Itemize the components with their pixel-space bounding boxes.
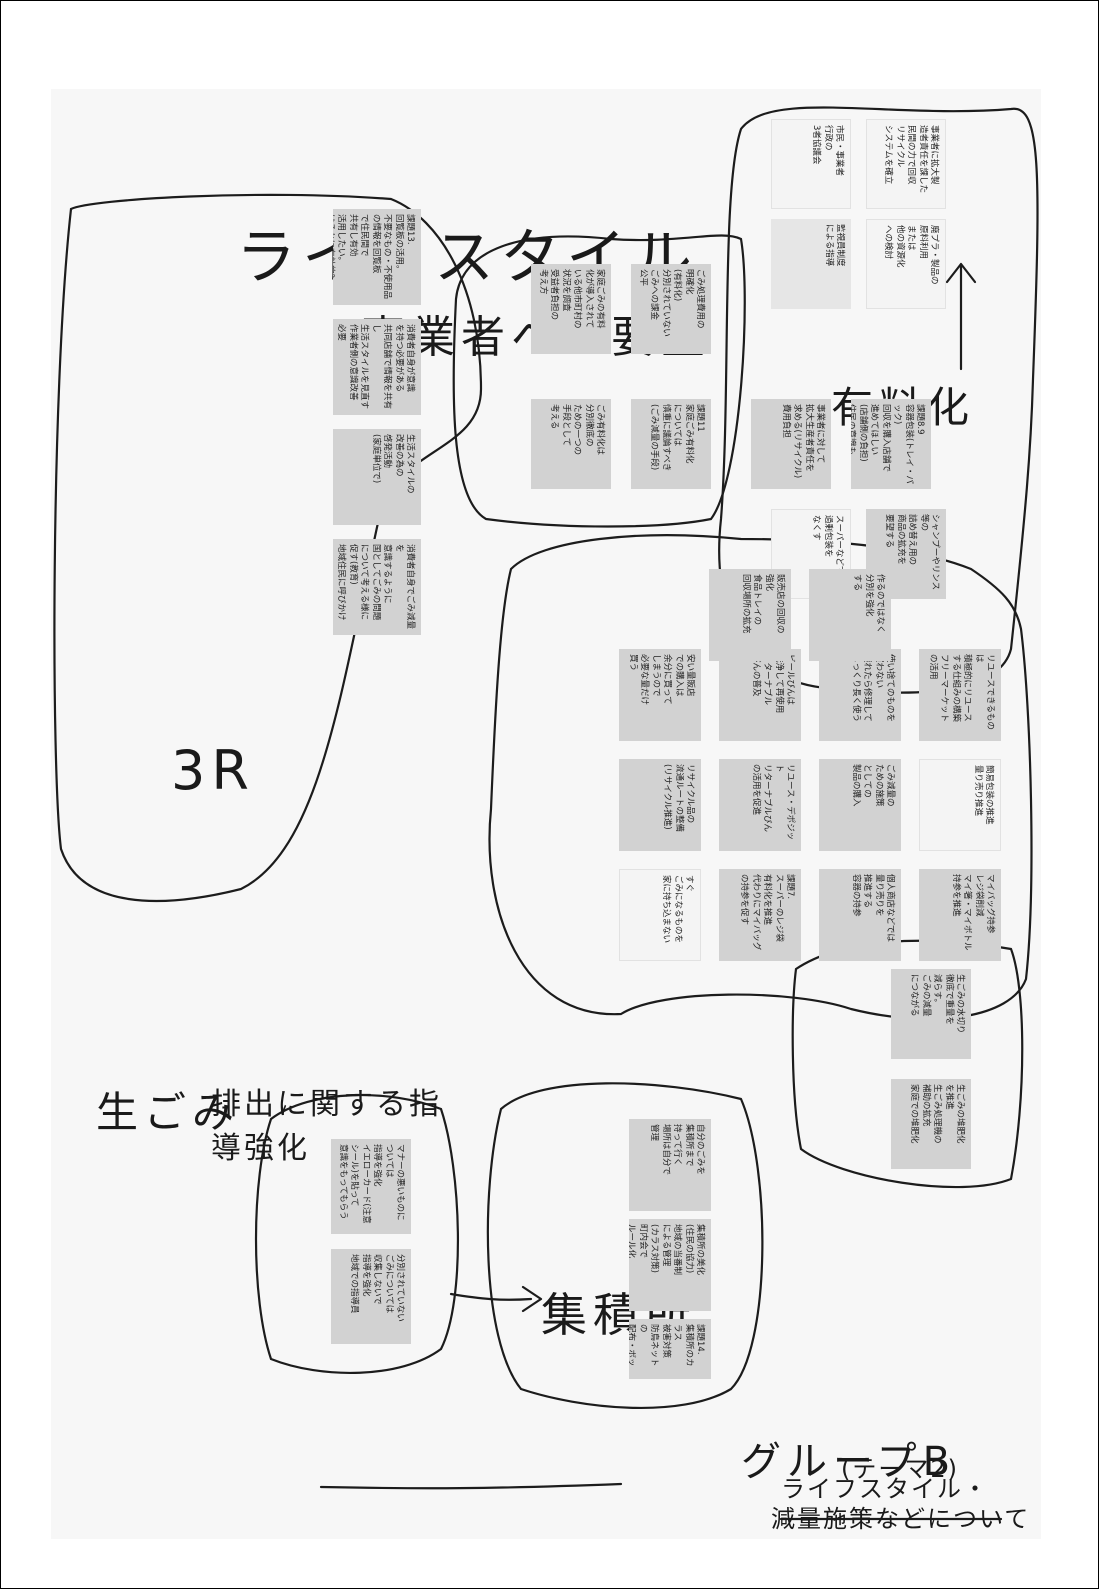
note-guidance-1: マナーの悪いものに ついては 指導を強化 イエローカード(注意 シール)を貼って… bbox=[331, 1139, 411, 1234]
note-3r-3: ビールびんは 洗浄して再使用 リターナブル びんの普及 bbox=[719, 649, 801, 741]
outline-collection bbox=[486, 1082, 764, 1410]
arrow-business bbox=[945, 262, 977, 371]
note-lifestyle-2: 消費者自身が意識 を持つ必要がある 共同店舗で情報を共有し 生活スタイルを見直す… bbox=[333, 319, 421, 415]
arrow-guidance bbox=[449, 1285, 543, 1313]
note-fee-1: ごみ処理費用の 明確化 (有料化) 分別されていない ごみへの課金 公平 bbox=[631, 264, 711, 354]
note-3r-9: 個人商店などでは 量り売りを 推進する 容器の持参 bbox=[819, 869, 901, 961]
note-fee-3: 課題11 家庭ごみ有料化 については 慎重に議論すべき (ごみ減量の手段) bbox=[631, 399, 711, 489]
note-business-6: 市民・事業者 行政の 3者協議会 bbox=[771, 119, 851, 209]
note-3r-4: 安い量販店 での購入は 余分に買って しまうので 必要な量だけ 買う bbox=[619, 649, 701, 741]
label-3r: 3R bbox=[171, 739, 255, 802]
note-business-2: 事業者に対して 拡大生産者責任を 求める(リサイクル) 費用負担 bbox=[751, 399, 831, 489]
note-3r-5: ごみ減量の ための施策 としての 製品の購入 bbox=[819, 759, 901, 851]
note-collection-1: 自分のごみを 集積所まで 持って行く 場所は自分で 管理 bbox=[629, 1119, 711, 1211]
note-kitchen-1: 生ごみの水切り 徹底で重量を 減らす。 ごみの減量 につながる bbox=[891, 969, 971, 1059]
note-3r-14: 販売店の回収の 強化 食品トレイの 回収場所の拡充 bbox=[709, 569, 791, 661]
outline-business bbox=[718, 106, 1039, 694]
note-fee-2: 家庭ごみの有料 化が導入されて いる他市町村の 状況を調査 受益者負担の 考え方 bbox=[531, 264, 611, 354]
poster-sheet: ライフスタイル 事業者への要望 3R 有料化 生ごみ 集積所 排出に関する指導強… bbox=[51, 89, 1041, 1539]
title-underline-1 bbox=[319, 1482, 623, 1490]
note-collection-2: 集積所の美化 (住民の協力) 地域の当番制 による管理 (カラス対策) 町内会で… bbox=[629, 1219, 711, 1311]
note-business-8: 廃プラ・製品の 原料利用 または 他の資源化 への検討 bbox=[866, 219, 946, 309]
note-business-7: 監視員制度 による指導 bbox=[771, 219, 851, 309]
note-fee-4: ごみ有料化は 分別徹底の ための一つの 手段として 考える bbox=[531, 399, 611, 489]
note-3r-12: 簡易包装の推進 量り売り推進 bbox=[919, 759, 1001, 851]
note-guidance-2: 分別されていない ごみについては 収集しないで 指導を強化 地域での指導員 bbox=[331, 1249, 411, 1344]
note-3r-8: マイバッグ持参 レジ袋削減 マイ箸・マイボトル 持参を推進 bbox=[919, 869, 1001, 961]
outline-guidance bbox=[254, 1093, 459, 1375]
label-lifestyle: ライフスタイル bbox=[236, 223, 698, 293]
note-collection-3: 課題14. 集積所のカラス 被害対策 防鳥ネットの 配布・ボックス 等の設置を … bbox=[629, 1319, 711, 1379]
note-lifestyle-4: 消費者自身でごみ減量を 意識するように 国としてごみの問題 について考える様に … bbox=[333, 539, 421, 635]
cluster-outlines bbox=[53, 106, 1039, 1521]
document-subtitle-2: 減量施策などについて bbox=[771, 1505, 1031, 1533]
note-3r-2: 使い捨てのものを 買わない 壊れたら修理して じっくり長く使う bbox=[819, 649, 901, 741]
note-business-5: 事業者に拡大製 造者責任を課した 民間の力で回収 リサイクル システムを確立 bbox=[866, 119, 946, 209]
outline-fee bbox=[452, 234, 746, 528]
note-3r-13: 作るのではなく 分別を強化 する bbox=[809, 569, 891, 661]
note-3r-11: すぐ ごみになるものを 家に持ち込まない bbox=[619, 869, 701, 961]
note-3r-7: リサイクル品の 流通ルートの整備 (リサイクル推進) bbox=[619, 759, 701, 851]
note-lifestyle-3: 生活スタイルの 改善の為の 啓発活動 (家庭単位で) bbox=[333, 429, 421, 525]
note-3r-6: リユース・デポジット リターナブルびん の活用を促進 bbox=[719, 759, 801, 851]
note-business-1: 課題8.9 容器包装(トレイ・パック) 回収を購入店舗で 進めてほしい (店舗側… bbox=[851, 399, 931, 489]
note-3r-10: 課題7. スーパーのレジ袋 有料化を推進 代わりにマイバッグ の持参を促す bbox=[719, 869, 801, 961]
note-3r-1: リユースできるものは 積極的にリユース する仕組みの構築 フリーマーケット の活… bbox=[919, 649, 1001, 741]
note-lifestyle-1: 課題13. 回覧板の活用。 不要なもの・不使用品 の情報を回覧板 で住民間で 共… bbox=[333, 209, 421, 305]
note-kitchen-2: 生ごみの堆肥化 を推進 生ごみ処理機の 補助の拡充 家庭での堆肥化 bbox=[891, 1079, 971, 1169]
